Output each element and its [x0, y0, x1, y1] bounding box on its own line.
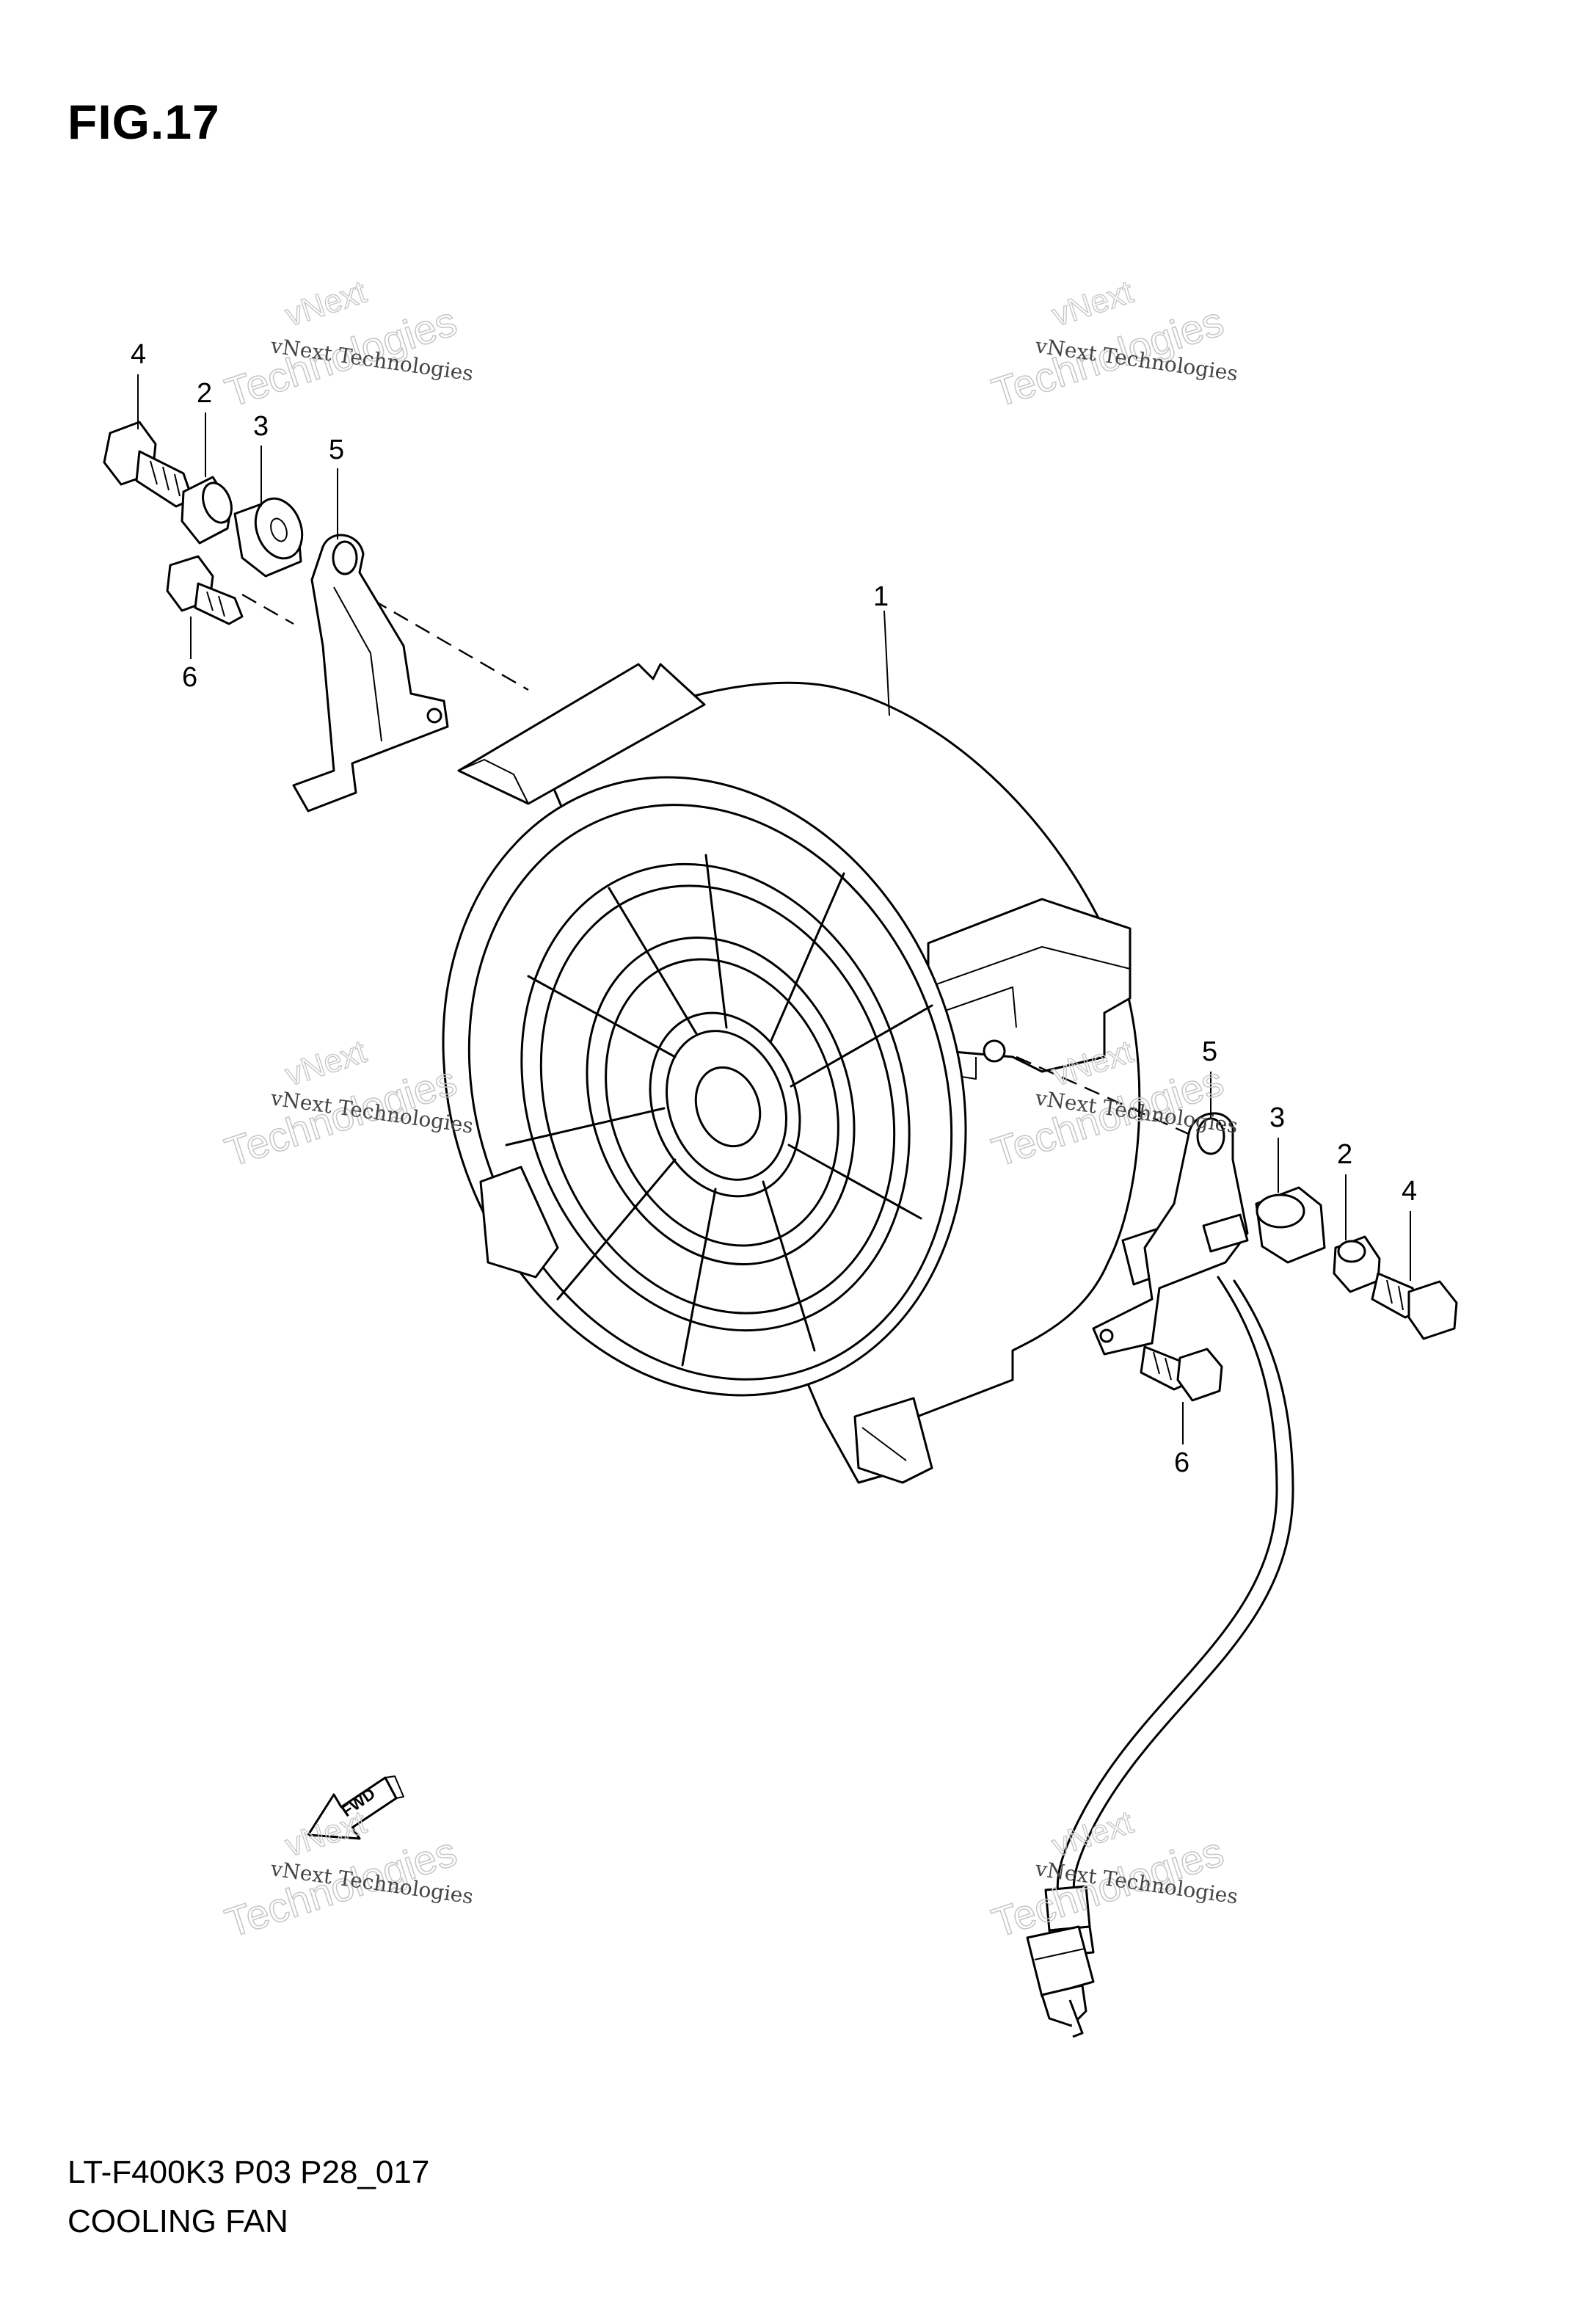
- diagram-code: LT-F400K3 P03 P28_017: [68, 2154, 430, 2190]
- left-bracket: [292, 534, 449, 813]
- right-spacer: [1333, 1235, 1381, 1293]
- callout-right-bracket-bolt: 6: [1174, 1447, 1189, 1478]
- right-cushion: [1255, 1186, 1326, 1264]
- watermark-bottom-left: vNext Technologies vNext Technologies: [219, 1803, 475, 1946]
- cooling-fan-assembly: [442, 663, 1176, 1484]
- left-bracket-bolt: [166, 555, 244, 625]
- figure-title: FIG.17: [68, 95, 220, 149]
- left-bolt: [103, 421, 194, 508]
- callout-right-bolt: 4: [1402, 1176, 1417, 1207]
- right-bolt: [1371, 1272, 1458, 1340]
- watermark-top-right: vNext Technologies vNext Technologies: [985, 273, 1239, 416]
- watermark-top-left: vNext Technologies vNext Technologies: [219, 273, 475, 416]
- callout-left-cushion: 3: [253, 411, 269, 442]
- callout-left-bracket-bolt: 6: [182, 662, 197, 693]
- watermark-bottom-right: vNext Technologies vNext Technologies: [985, 1803, 1239, 1946]
- left-cushion: [233, 497, 304, 578]
- watermark-middle-left: vNext Technologies vNext Technologies: [219, 1033, 475, 1176]
- svg-text:vNext: vNext: [281, 274, 371, 333]
- diagram-name: COOLING FAN: [68, 2203, 288, 2239]
- svg-text:vNext: vNext: [1048, 1804, 1137, 1864]
- svg-text:vNext: vNext: [281, 1033, 371, 1093]
- callout-left-bolt: 4: [131, 339, 146, 370]
- callout-right-cushion: 3: [1269, 1102, 1285, 1133]
- fan-wire-harness: [1026, 1276, 1294, 2038]
- svg-text:vNext: vNext: [1048, 274, 1137, 333]
- forward-direction-arrow: FWD: [307, 1775, 404, 1840]
- callout-left-bracket: 5: [329, 435, 344, 465]
- callout-left-spacer: 2: [197, 378, 212, 409]
- callout-fan: 1: [873, 581, 889, 612]
- callout-right-bracket: 5: [1202, 1036, 1217, 1067]
- callout-right-spacer: 2: [1337, 1139, 1352, 1170]
- right-bracket-bolt: [1140, 1345, 1223, 1402]
- left-spacer: [181, 476, 233, 545]
- right-bracket: [1092, 1112, 1249, 1356]
